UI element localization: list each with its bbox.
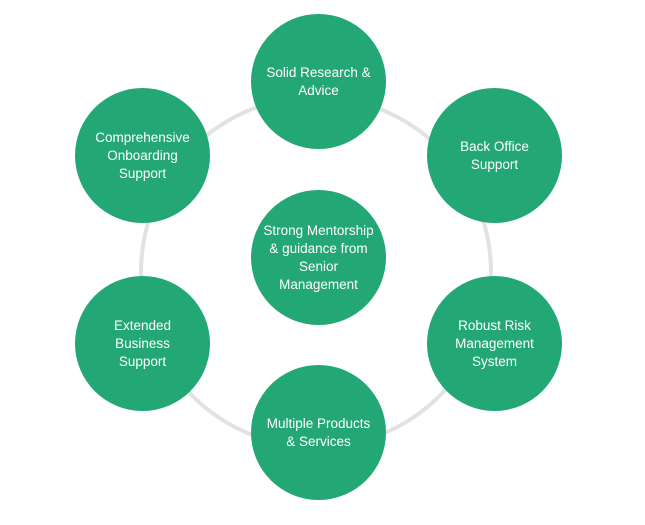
- node-solid-research-advice: Solid Research & Advice: [251, 14, 386, 149]
- node-back-office-support: Back Office Support: [427, 88, 562, 223]
- node-comprehensive-onboarding: Comprehensive Onboarding Support: [75, 88, 210, 223]
- node-label: Extended Business Support: [113, 317, 172, 369]
- node-label: Multiple Products & Services: [266, 415, 371, 449]
- node-multiple-products-services: Multiple Products & Services: [251, 365, 386, 500]
- node-label: Solid Research & Advice: [266, 64, 371, 98]
- node-label: Comprehensive Onboarding Support: [95, 129, 190, 181]
- node-extended-business-support: Extended Business Support: [75, 276, 210, 411]
- node-label: Robust Risk Management System: [455, 317, 534, 369]
- center-label: Strong Mentorship & guidance from Senior…: [263, 222, 374, 292]
- node-robust-risk-management: Robust Risk Management System: [427, 276, 562, 411]
- center-node-mentorship: Strong Mentorship & guidance from Senior…: [251, 190, 386, 325]
- node-label: Back Office Support: [460, 138, 529, 172]
